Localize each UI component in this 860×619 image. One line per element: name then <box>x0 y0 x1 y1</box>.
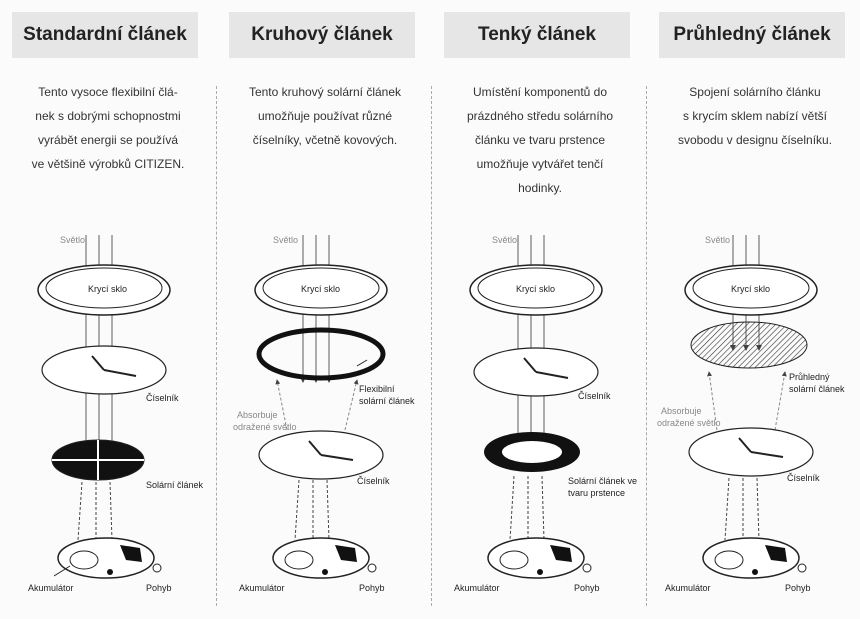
dial-label: Číselník <box>357 476 390 486</box>
column-description: Umístění komponentů do prázdného středu … <box>466 85 614 195</box>
column-description: Tento kruhový solární článek umožňuje po… <box>248 85 402 147</box>
movement-label: Pohyb <box>146 583 172 593</box>
cover-glass <box>684 264 818 316</box>
solar-cell-label: Solární článek <box>146 480 204 490</box>
accumulator-label: Akumulátor <box>28 583 74 593</box>
column-thin-cell: Tenký článek Umístění komponentů do práz… <box>432 0 646 619</box>
column-standard-cell: Standardní článek Tento vysoce flexibiln… <box>0 0 214 619</box>
column-title: Tenký článek <box>444 12 630 58</box>
column-title: Průhledný článek <box>659 12 845 58</box>
absorbs-label-2: odražené světlo <box>657 418 721 428</box>
cover-glass-label: Krycí sklo <box>88 284 127 294</box>
transparent-cell-diagram: Světlo Krycí sklo Průhledný solární člán… <box>657 235 845 593</box>
cover-glass-label: Krycí sklo <box>731 284 770 294</box>
column-title: Kruhový článek <box>229 12 415 58</box>
accumulator-label: Akumulátor <box>665 583 711 593</box>
light-label: Světlo <box>273 235 298 245</box>
ring-cell-label-1: Solární článek ve <box>568 476 637 486</box>
flex-cell-label-2: solární článek <box>359 396 415 406</box>
column-round-cell: Kruhový článek Tento kruhový solární člá… <box>217 0 431 619</box>
cover-glass-label: Krycí sklo <box>516 284 555 294</box>
column-separator <box>216 86 217 606</box>
absorbs-label-1: Absorbuje <box>237 410 278 420</box>
column-description: Spojení solárního článku s krycím sklem … <box>677 85 833 147</box>
accumulator-label: Akumulátor <box>454 583 500 593</box>
light-label: Světlo <box>492 235 517 245</box>
column-separator <box>646 86 647 606</box>
thin-cell-diagram: Světlo Krycí sklo Číselník Solární článe… <box>454 235 637 593</box>
cover-glass <box>37 264 171 316</box>
movement-label: Pohyb <box>574 583 600 593</box>
movement-label: Pohyb <box>785 583 811 593</box>
standard-cell-diagram: Světlo Krycí sklo Číselník Solární článe… <box>28 235 204 593</box>
absorbs-label-2: odražené světlo <box>233 422 297 432</box>
flexible-solar-cell <box>256 327 386 381</box>
dial-label: Číselník <box>787 473 820 483</box>
light-label: Světlo <box>60 235 85 245</box>
transparent-solar-cell <box>690 321 808 369</box>
cover-glass <box>469 264 603 316</box>
ring-cell-label-2: tvaru prstence <box>568 488 625 498</box>
cover-glass <box>254 264 388 316</box>
column-separator <box>431 86 432 606</box>
dial-label: Číselník <box>578 391 611 401</box>
light-label: Světlo <box>705 235 730 245</box>
transparent-cell-label-2: solární článek <box>789 384 845 394</box>
transparent-cell-label-1: Průhledný <box>789 372 830 382</box>
movement-label: Pohyb <box>359 583 385 593</box>
round-cell-diagram: Světlo Krycí sklo Flexibilní solární člá… <box>233 235 415 593</box>
absorbs-label-1: Absorbuje <box>661 406 702 416</box>
column-title: Standardní článek <box>12 12 198 58</box>
flex-cell-label-1: Flexibilní <box>359 384 395 394</box>
cover-glass-label: Krycí sklo <box>301 284 340 294</box>
accumulator-label: Akumulátor <box>239 583 285 593</box>
column-transparent-cell: Průhledný článek Spojení solárního článk… <box>647 0 860 619</box>
column-description: Tento vysoce flexibilní člá- nek s dobrý… <box>31 85 185 171</box>
dial-label: Číselník <box>146 393 179 403</box>
